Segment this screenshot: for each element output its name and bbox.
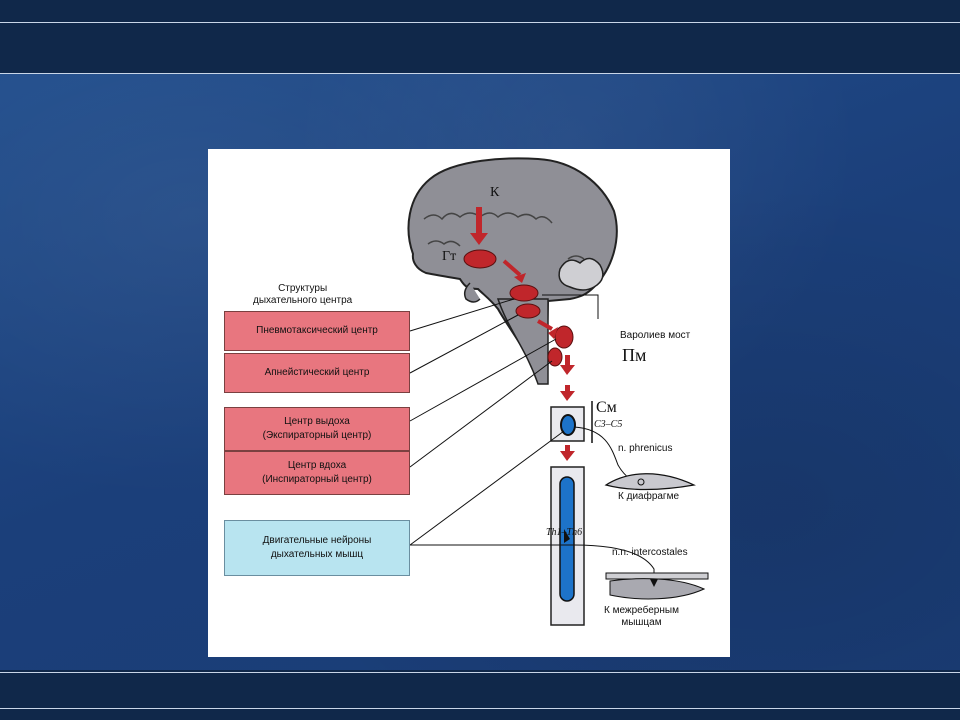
diagram-graphics <box>407 157 709 626</box>
top-divider-line <box>0 22 960 23</box>
respiratory-center-diagram: Структуры дыхательного центра Пневмотакс… <box>208 149 730 657</box>
structures-title: Структуры дыхательного центра <box>253 283 353 306</box>
top-band <box>0 0 960 74</box>
connector-lines <box>409 298 574 546</box>
cortex-label: К <box>490 185 500 200</box>
intercostal-nerve <box>573 544 655 579</box>
hypothalamus-center <box>463 249 497 269</box>
cervical-motor-neurons <box>560 414 576 436</box>
bottom-divider-line <box>0 672 960 673</box>
intercostal-muscle-body <box>609 578 706 600</box>
pneumotaxic-center <box>509 284 539 302</box>
pons-abbr-label: Пм <box>622 345 647 365</box>
motor-neurons-box: Двигательные нейроны дыхательных мышц <box>224 520 410 576</box>
cerebellum <box>558 257 604 291</box>
pons-pointer <box>542 294 599 319</box>
to-intercostal-label: К межреберным мышцам <box>604 605 679 628</box>
pons-name-label: Варолиев мост <box>620 330 691 341</box>
phrenicus-label: n. phrenicus <box>618 443 673 454</box>
red-arrows <box>470 207 575 461</box>
brain-cortex-folds <box>423 212 585 260</box>
cervical-segments-label: С3–С5 <box>594 419 623 430</box>
bottom-divider-line <box>0 708 960 709</box>
intercostal-muscle-top <box>605 572 709 580</box>
expiratory-center-box: Центр выдоха (Экспираторный центр) <box>224 407 410 451</box>
pituitary <box>463 282 481 303</box>
apneustic-center <box>515 303 541 319</box>
apneustic-center-box: Апнейстический центр <box>224 353 410 393</box>
thoracic-segments-label: Th1–Th6 <box>546 527 583 538</box>
diaphragm-muscle <box>604 473 696 491</box>
inspiratory-center <box>547 347 563 367</box>
hypothalamus-label: Гт <box>442 249 457 264</box>
expiratory-center <box>554 325 574 349</box>
inspiratory-center-box: Центр вдоха (Инспираторный центр) <box>224 451 410 495</box>
intercostales-label: n.n. intercostales <box>612 547 688 558</box>
spinal-cord-label: См <box>596 399 617 416</box>
bottom-band <box>0 670 960 720</box>
brainstem <box>496 298 549 385</box>
pneumotaxic-center-box: Пневмотаксический центр <box>224 311 410 351</box>
top-divider-line <box>0 73 960 74</box>
to-diaphragm-label: К диафрагме <box>618 491 680 502</box>
